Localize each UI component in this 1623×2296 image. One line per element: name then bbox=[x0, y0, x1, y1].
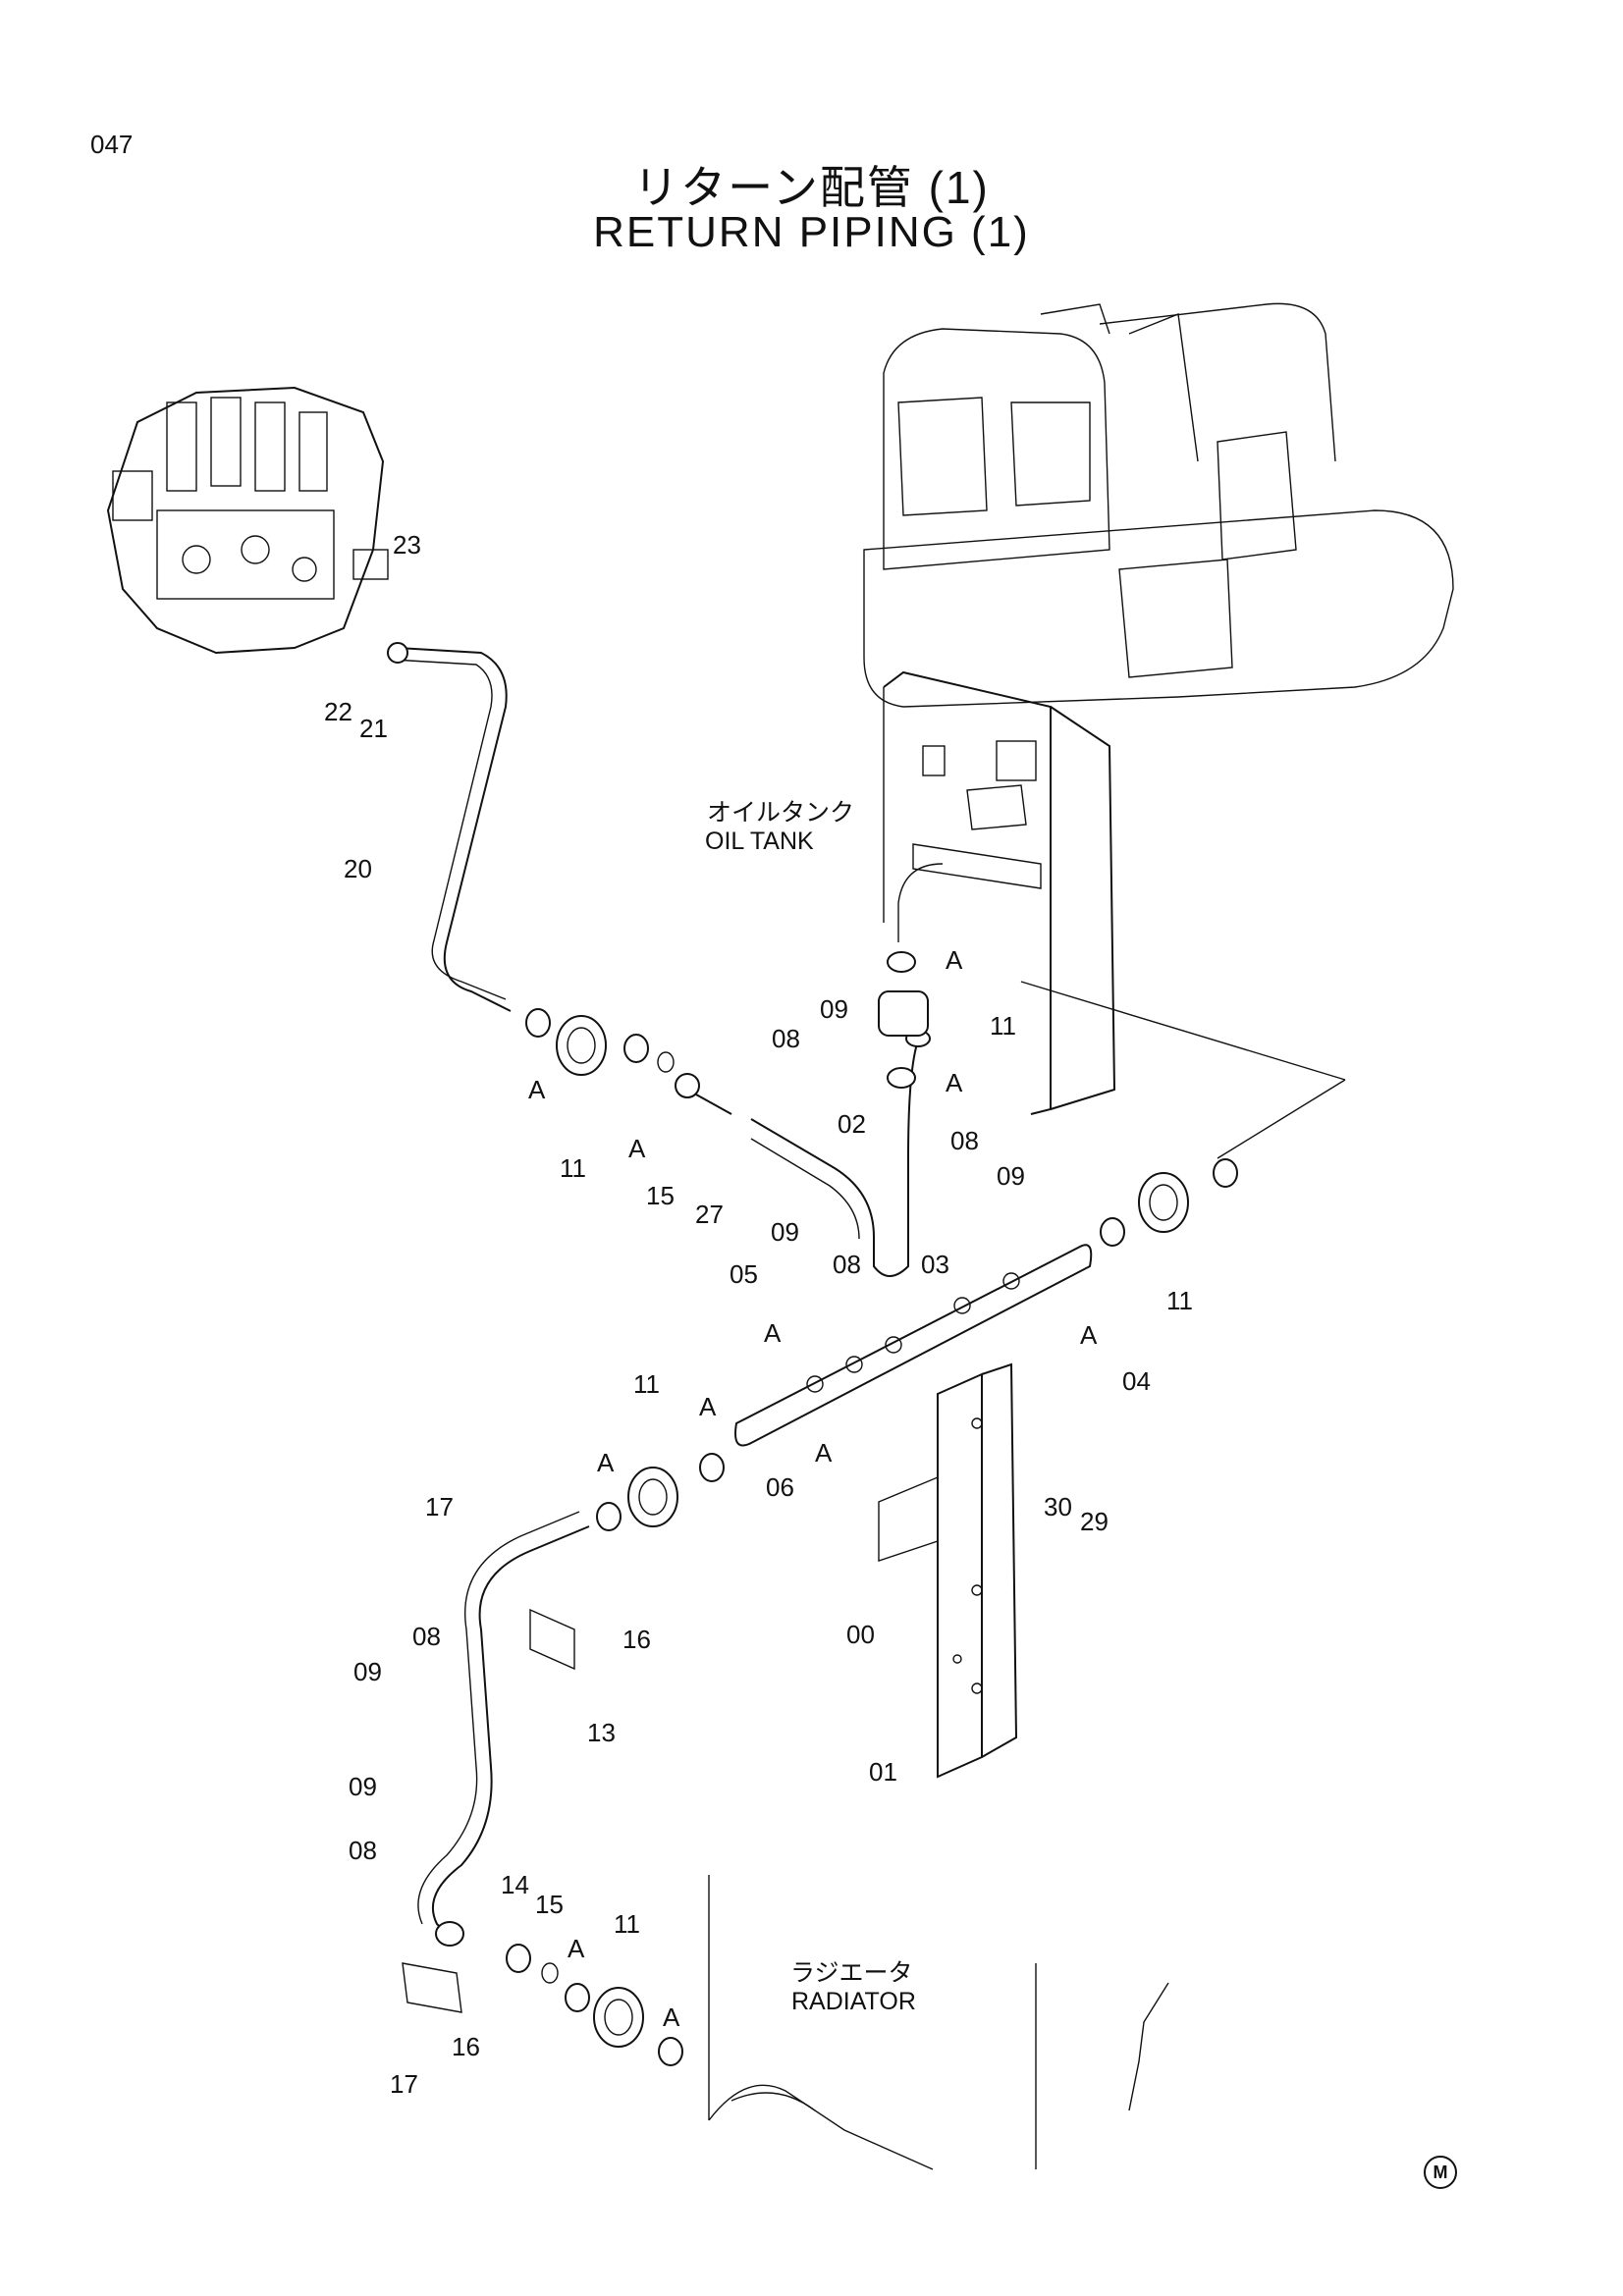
callout-a-middle-right: A bbox=[699, 1392, 717, 1421]
callout-08-right: 08 bbox=[950, 1126, 979, 1155]
callout-14: 14 bbox=[501, 1870, 529, 1899]
callout-a-bottom-right: A bbox=[663, 2002, 680, 2032]
return-hose-20 bbox=[387, 642, 512, 1012]
callout-08-upper: 08 bbox=[772, 1024, 800, 1053]
callout-09-bottom: 09 bbox=[349, 1772, 377, 1801]
control-valve-illustration bbox=[106, 386, 389, 655]
callout-15-lower: 15 bbox=[535, 1890, 564, 1919]
callout-03: 03 bbox=[921, 1250, 949, 1279]
callout-a-06: A bbox=[815, 1438, 833, 1468]
callout-06: 06 bbox=[766, 1472, 794, 1502]
callout-29: 29 bbox=[1080, 1507, 1109, 1536]
callout-20: 20 bbox=[344, 854, 372, 883]
page-title-japanese: リターン配管 (1) bbox=[633, 162, 990, 213]
callout-23: 23 bbox=[393, 530, 421, 560]
callout-16-lower: 16 bbox=[452, 2032, 480, 2061]
callout-09-middle: 09 bbox=[771, 1217, 799, 1247]
callout-a-bottom-left: A bbox=[568, 1934, 585, 1963]
return-pipe-13 bbox=[417, 1511, 590, 1947]
callout-30: 30 bbox=[1044, 1492, 1072, 1522]
radiator-label-japanese: ラジエータ bbox=[790, 1959, 913, 1987]
callout-a-1: A bbox=[528, 1075, 546, 1104]
callout-27: 27 bbox=[695, 1200, 724, 1229]
clamp-assembly-bottom bbox=[402, 1944, 683, 2066]
callout-a-04: A bbox=[1080, 1320, 1098, 1350]
callout-a-05: A bbox=[764, 1318, 782, 1348]
callout-00: 00 bbox=[846, 1620, 875, 1649]
revision-mark: M bbox=[1424, 2156, 1457, 2189]
page-title-english: RETURN PIPING (1) bbox=[593, 208, 1030, 256]
callout-09-lower: 09 bbox=[353, 1657, 382, 1686]
callout-11-middle: 11 bbox=[633, 1369, 660, 1399]
oil-tank-label-japanese: オイルタンク bbox=[707, 799, 855, 827]
callout-15-upper: 15 bbox=[646, 1181, 675, 1210]
callout-a-tank-top: A bbox=[946, 945, 963, 975]
oil-tank-label-english: OIL TANK bbox=[705, 828, 814, 855]
callout-11-right: 11 bbox=[1166, 1286, 1193, 1315]
callout-05: 05 bbox=[730, 1259, 758, 1289]
page-number: 047 bbox=[90, 130, 134, 159]
callout-01: 01 bbox=[869, 1757, 897, 1787]
callout-a-middle-left: A bbox=[597, 1448, 615, 1477]
callout-a-2: A bbox=[628, 1134, 646, 1163]
callout-11-bottom: 11 bbox=[614, 1909, 640, 1939]
callout-08-middle: 08 bbox=[833, 1250, 861, 1279]
callout-04: 04 bbox=[1122, 1366, 1151, 1396]
clamp-assembly-tank bbox=[878, 951, 929, 1089]
callout-11-upper-left: 11 bbox=[560, 1153, 586, 1183]
excavator-outline-illustration bbox=[863, 302, 1454, 708]
callout-11-tank: 11 bbox=[990, 1011, 1016, 1041]
radiator-outline-illustration bbox=[708, 1875, 1169, 2170]
bracket-00 bbox=[878, 1362, 1018, 1779]
callout-16-upper: 16 bbox=[622, 1625, 651, 1654]
clamp-assembly-middle bbox=[596, 1453, 725, 1531]
clamp-assembly-right bbox=[1100, 1158, 1238, 1247]
callout-09-upper: 09 bbox=[820, 994, 848, 1024]
callout-22: 22 bbox=[324, 697, 352, 726]
radiator-label-english: RADIATOR bbox=[791, 1988, 916, 2015]
callout-a-tank-bottom: A bbox=[946, 1068, 963, 1097]
callout-09-right: 09 bbox=[997, 1161, 1025, 1191]
clamp-assembly-upper-left bbox=[525, 1008, 732, 1115]
oil-tank-illustration bbox=[883, 670, 1116, 1115]
callout-13: 13 bbox=[587, 1718, 616, 1747]
manifold-pipe-03 bbox=[734, 981, 1346, 1447]
callout-21: 21 bbox=[359, 714, 388, 743]
callout-02: 02 bbox=[838, 1109, 866, 1139]
callout-17-lower: 17 bbox=[390, 2069, 418, 2099]
callout-08-bottom: 08 bbox=[349, 1836, 377, 1865]
callout-08-lower: 08 bbox=[412, 1622, 441, 1651]
callout-17-upper: 17 bbox=[425, 1492, 454, 1522]
